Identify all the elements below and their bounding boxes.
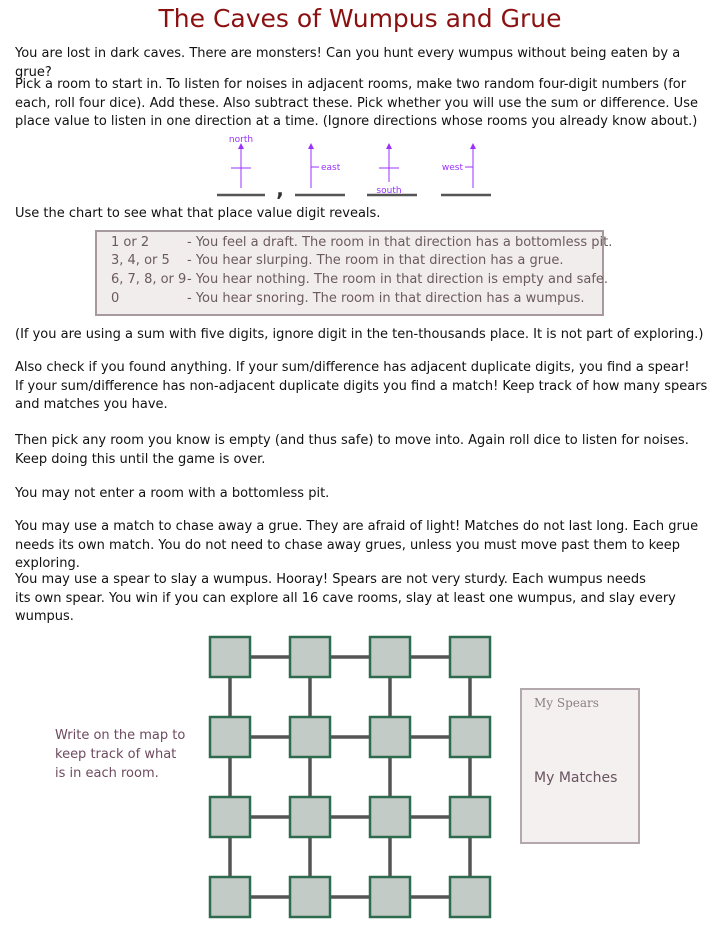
south-label: south (376, 186, 401, 196)
use-chart-paragraph: Use the chart to see what that place val… (15, 206, 381, 221)
north-place-arrow: north (229, 135, 253, 188)
cave-room (368, 875, 412, 919)
move-paragraph: Then pick any room you know is empty (an… (15, 433, 689, 467)
cave-room (448, 715, 492, 759)
cave-room (448, 635, 492, 679)
place-value-directions-diagram: north , east south west (217, 135, 491, 201)
chart-digits: 3, 4, or 5 (111, 253, 170, 268)
chart-meaning: - You feel a draft. The room in that dir… (187, 235, 613, 250)
chart-digits: 1 or 2 (111, 235, 150, 250)
spears-matches-paragraph: Also check if you found anything. If you… (15, 360, 708, 412)
comma-separator: , (276, 177, 284, 201)
cave-room (368, 635, 412, 679)
five-digit-note: (If you are using a sum with five digits… (15, 327, 704, 342)
intro-paragraph: You are lost in dark caves. There are mo… (15, 46, 681, 80)
digit-chart: 1 or 2 - You feel a draft. The room in t… (95, 230, 612, 316)
north-label: north (229, 135, 253, 145)
chart-digits: 0 (111, 291, 120, 306)
inventory-panel: My Spears My Matches (520, 688, 640, 844)
cave-room (368, 715, 412, 759)
west-place-arrow: west (442, 143, 476, 188)
cave-room (208, 635, 252, 679)
instructions-paragraph: Pick a room to start in. To listen for n… (15, 77, 698, 129)
cave-room (368, 795, 412, 839)
my-spears-label: My Spears (534, 696, 599, 710)
cave-room (208, 795, 252, 839)
pit-paragraph: You may not enter a room with a bottomle… (15, 486, 330, 501)
my-matches-label: My Matches (534, 770, 618, 786)
cave-room (288, 875, 332, 919)
cave-room (288, 715, 332, 759)
cave-map (208, 635, 492, 919)
south-place-arrow: south (376, 143, 402, 196)
map-note: Write on the map to keep track of what i… (55, 728, 186, 781)
east-place-arrow: east (308, 143, 341, 188)
page-title: The Caves of Wumpus and Grue (158, 4, 562, 33)
match-paragraph: You may use a match to chase away a grue… (15, 519, 699, 571)
chart-meaning: - You hear nothing. The room in that dir… (187, 272, 609, 287)
chart-digits: 6, 7, 8, or 9 (111, 272, 187, 287)
cave-room (288, 635, 332, 679)
cave-room (208, 715, 252, 759)
east-label: east (321, 163, 341, 173)
cave-room (448, 875, 492, 919)
cave-room (288, 795, 332, 839)
cave-room (448, 795, 492, 839)
chart-meaning: - You hear slurping. The room in that di… (187, 253, 564, 268)
spear-paragraph: You may use a spear to slay a wumpus. Ho… (15, 572, 676, 624)
cave-room (208, 875, 252, 919)
chart-meaning: - You hear snoring. The room in that dir… (187, 291, 585, 306)
west-label: west (442, 163, 464, 173)
